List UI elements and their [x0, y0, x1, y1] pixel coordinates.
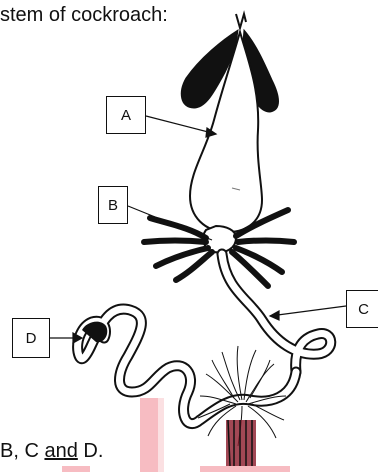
footer-before: B, C	[0, 440, 44, 462]
malpighian-tubules-dense	[226, 420, 256, 466]
question-text-bottom: B, C and D.	[0, 440, 103, 463]
leader-lines	[50, 116, 346, 343]
footer-after: D.	[78, 440, 104, 462]
label-a: A	[106, 96, 146, 134]
mouthparts	[236, 14, 246, 28]
footer-underlined: and	[44, 440, 77, 462]
label-d: D	[12, 318, 50, 358]
label-b: B	[98, 186, 128, 224]
label-c: C	[346, 290, 378, 328]
